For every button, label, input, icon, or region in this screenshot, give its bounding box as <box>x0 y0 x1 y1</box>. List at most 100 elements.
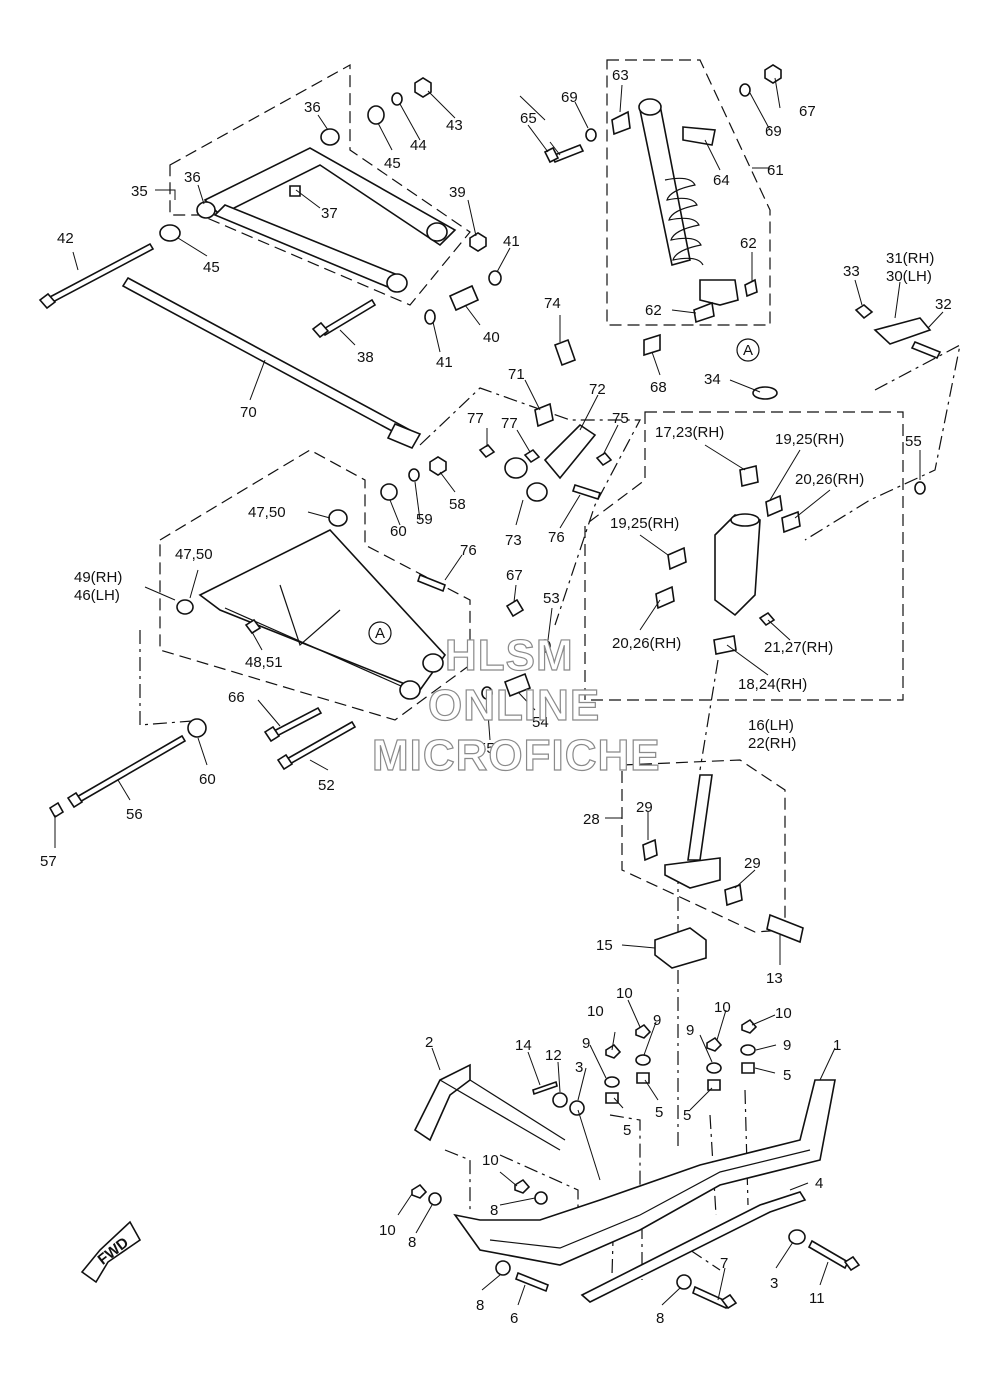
callout-label: 8 <box>656 1310 664 1327</box>
callout-label: 5 <box>683 1107 691 1124</box>
spindle-housing <box>655 386 926 655</box>
callout-label: 21,27(RH) <box>764 639 833 656</box>
reference-mark-a-arm <box>368 621 392 645</box>
callout-label: 19,25(RH) <box>610 515 679 532</box>
callout-label: 1 <box>833 1037 841 1054</box>
callout-label: 5 <box>623 1122 631 1139</box>
watermark-line-1: HLSM <box>445 631 574 680</box>
callout-label: 66 <box>228 689 245 706</box>
callout-label: 49(RH) <box>74 569 122 586</box>
callout-label: 5 <box>783 1067 791 1084</box>
callout-label: 12 <box>545 1047 562 1064</box>
callout-label: 20,26(RH) <box>795 471 864 488</box>
callout-label: 55 <box>905 433 922 450</box>
callout-label: 8 <box>408 1234 416 1251</box>
fwd-arrow-icon <box>80 1220 142 1284</box>
callout-label: 19,25(RH) <box>775 431 844 448</box>
ski-hardware <box>411 1018 861 1310</box>
callout-label: 9 <box>783 1037 791 1054</box>
callout-label: 77 <box>467 410 484 427</box>
callout-label: 72 <box>589 381 606 398</box>
callout-label: 75 <box>612 410 629 427</box>
callout-label: 32 <box>935 296 952 313</box>
callout-label: 41 <box>436 354 453 371</box>
callout-label: 2 <box>425 1034 433 1051</box>
callout-label: 29 <box>636 799 653 816</box>
callout-label: 62 <box>645 302 662 319</box>
callout-label: 68 <box>650 379 667 396</box>
callout-label: 9 <box>686 1022 694 1039</box>
callout-label: 16(LH) <box>748 717 794 734</box>
tie-rod-end <box>478 338 613 502</box>
callout-label: 52 <box>318 777 335 794</box>
watermark-line-2: ONLINE <box>428 681 600 730</box>
callout-label: 43 <box>446 117 463 134</box>
callout-label: 41 <box>503 233 520 250</box>
watermark-line-3: MICROFICHE <box>372 731 661 780</box>
callout-label: 11 <box>809 1290 825 1307</box>
callout-label: 64 <box>713 172 730 189</box>
callout-label: 70 <box>240 404 257 421</box>
callout-label: 47,50 <box>175 546 213 563</box>
callout-label: 31(RH) <box>886 250 934 267</box>
callout-label: 38 <box>357 349 374 366</box>
callout-label: 53 <box>543 590 560 607</box>
callout-label: 15 <box>596 937 613 954</box>
callout-label: 22(RH) <box>748 735 796 752</box>
callout-label: 73 <box>505 532 522 549</box>
callout-label: 17,23(RH) <box>655 424 724 441</box>
callout-label: 59 <box>416 511 433 528</box>
callout-label: 77 <box>501 415 518 432</box>
callout-label: 60 <box>199 771 216 788</box>
callout-label: 69 <box>765 123 782 140</box>
callout-label: 3 <box>575 1059 583 1076</box>
callout-label: 46(LH) <box>74 587 120 604</box>
callout-label: 44 <box>410 137 427 154</box>
callout-label: 10 <box>714 999 731 1016</box>
callout-label: 60 <box>390 523 407 540</box>
callout-label: 71 <box>508 366 525 383</box>
callout-label: 5 <box>655 1104 663 1121</box>
bolts-lower <box>48 706 357 819</box>
callout-label: 55 <box>478 740 495 757</box>
callout-label: 8 <box>476 1297 484 1314</box>
callout-label: 9 <box>582 1035 590 1052</box>
watermark: HLSM ONLINE MICROFICHE <box>371 630 661 780</box>
callout-label: 10 <box>616 985 633 1002</box>
callout-label: 74 <box>544 295 561 312</box>
callout-label: 67 <box>506 567 523 584</box>
callout-label: 9 <box>653 1012 661 1029</box>
callout-label: A <box>743 342 753 359</box>
group-outlines <box>159 59 904 933</box>
callout-label: 42 <box>57 230 74 247</box>
callout-label: 47,50 <box>248 504 286 521</box>
callout-label: 39 <box>449 184 466 201</box>
callout-label: 6 <box>510 1310 518 1327</box>
callout-label: 34 <box>704 371 721 388</box>
callout-label: 76 <box>548 529 565 546</box>
callout-label: 4 <box>815 1175 823 1192</box>
callout-label: A <box>375 625 385 642</box>
callout-label: 10 <box>775 1005 792 1022</box>
callout-label: 37 <box>321 205 338 222</box>
shock-absorber <box>543 64 782 357</box>
callout-label: 30(LH) <box>886 268 932 285</box>
callout-label: 40 <box>483 329 500 346</box>
callout-label: 65 <box>520 110 537 127</box>
upper-a-arm <box>196 128 457 293</box>
callout-labels: 1 2 3 3 4 5 5 5 5 6 7 8 8 8 8 9 9 9 9 10… <box>40 67 952 1327</box>
callout-label: 18,24(RH) <box>738 676 807 693</box>
pitman-arm-31 <box>854 304 942 360</box>
callout-label: 35 <box>131 183 148 200</box>
callout-label: 63 <box>612 67 629 84</box>
callout-label: 10 <box>587 1003 604 1020</box>
callout-label: 28 <box>583 811 600 828</box>
callout-label: 58 <box>449 496 466 513</box>
lower-a-arm <box>176 456 551 700</box>
callout-label: 10 <box>379 1222 396 1239</box>
callout-label: 8 <box>490 1202 498 1219</box>
callout-label: 33 <box>843 263 860 280</box>
callout-label: 7 <box>720 1255 728 1272</box>
reference-mark-a-shock <box>736 338 760 362</box>
